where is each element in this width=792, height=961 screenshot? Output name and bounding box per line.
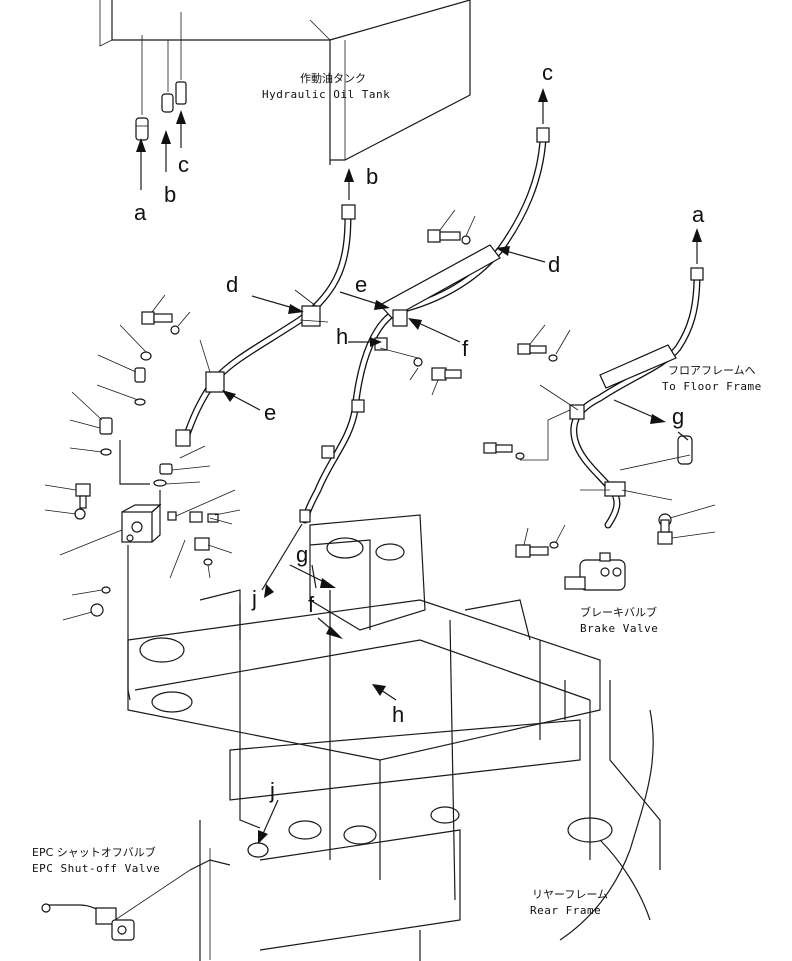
callout-letters: a b c b c a d d e e f f g g h h j j [134, 60, 705, 803]
left-fittings [74, 351, 219, 701]
left-leader-lines [44, 324, 241, 621]
right-bolts [483, 324, 716, 558]
callout-a-hose: a [692, 202, 705, 227]
callout-h-lower: h [392, 702, 404, 727]
tank-fitting-b [161, 40, 174, 113]
bolt-center [379, 347, 462, 396]
callout-arrows [222, 246, 689, 844]
hose-b [175, 168, 356, 447]
tank-caption-jp: 作動油タンク [300, 71, 366, 85]
tank-fitting-c [175, 12, 187, 105]
callout-c-hose: c [542, 60, 553, 85]
callout-b-tank: b [164, 182, 176, 207]
callout-f-lower: f [308, 592, 315, 617]
clamp-e-left [199, 339, 225, 393]
callout-b-hose: b [366, 164, 378, 189]
clamp-j [321, 399, 365, 459]
tank-caption-en: Hydraulic Oil Tank [262, 88, 390, 101]
hose-c [299, 88, 550, 524]
callout-h-upper: h [336, 324, 348, 349]
callout-g-lower: g [296, 542, 308, 567]
brake-valve-caption-en: Brake Valve [580, 622, 658, 635]
callout-e-lower: e [264, 400, 276, 425]
bolt-d-left [141, 294, 191, 335]
captions: 作動油タンク Hydraulic Oil Tank フロアフレームへ To Fl… [32, 71, 762, 917]
bolt-d-right [427, 209, 476, 245]
hydraulic-oil-tank [99, 0, 471, 165]
epc-shutoff-valve [41, 842, 269, 960]
brake-valve-caption-jp: ブレーキバルブ [580, 605, 657, 619]
callout-j-lower: j [269, 778, 275, 803]
rear-frame-caption-en: Rear Frame [530, 904, 601, 917]
tank-callout-arrows [136, 110, 186, 190]
epc-valve-caption-en: EPC Shut-off Valve [32, 862, 160, 875]
callout-g-upper: g [672, 404, 684, 429]
floor-frame-caption-en: To Floor Frame [662, 380, 762, 393]
tank-fitting-a [135, 35, 149, 141]
clamp-d-left [294, 289, 329, 327]
epc-valve-caption-jp: EPC シャットオフバルブ [32, 845, 156, 859]
callout-a-tank: a [134, 200, 147, 225]
hose-a [569, 228, 704, 529]
hose-cover-e [379, 244, 501, 319]
epc-block [121, 503, 162, 543]
callout-d-right: d [548, 252, 560, 277]
callout-j-upper: j [251, 586, 257, 611]
rear-frame [127, 514, 661, 961]
callout-f-upper: f [462, 336, 469, 361]
floor-frame-caption-jp: フロアフレームへ [668, 364, 756, 377]
clamp-f [392, 309, 408, 327]
callout-d-left: d [226, 272, 238, 297]
rear-frame-caption-jp: リヤーフレーム [532, 888, 608, 901]
callout-e-upper: e [355, 272, 367, 297]
brake-valve [564, 552, 626, 591]
callout-c-tank: c [178, 152, 189, 177]
